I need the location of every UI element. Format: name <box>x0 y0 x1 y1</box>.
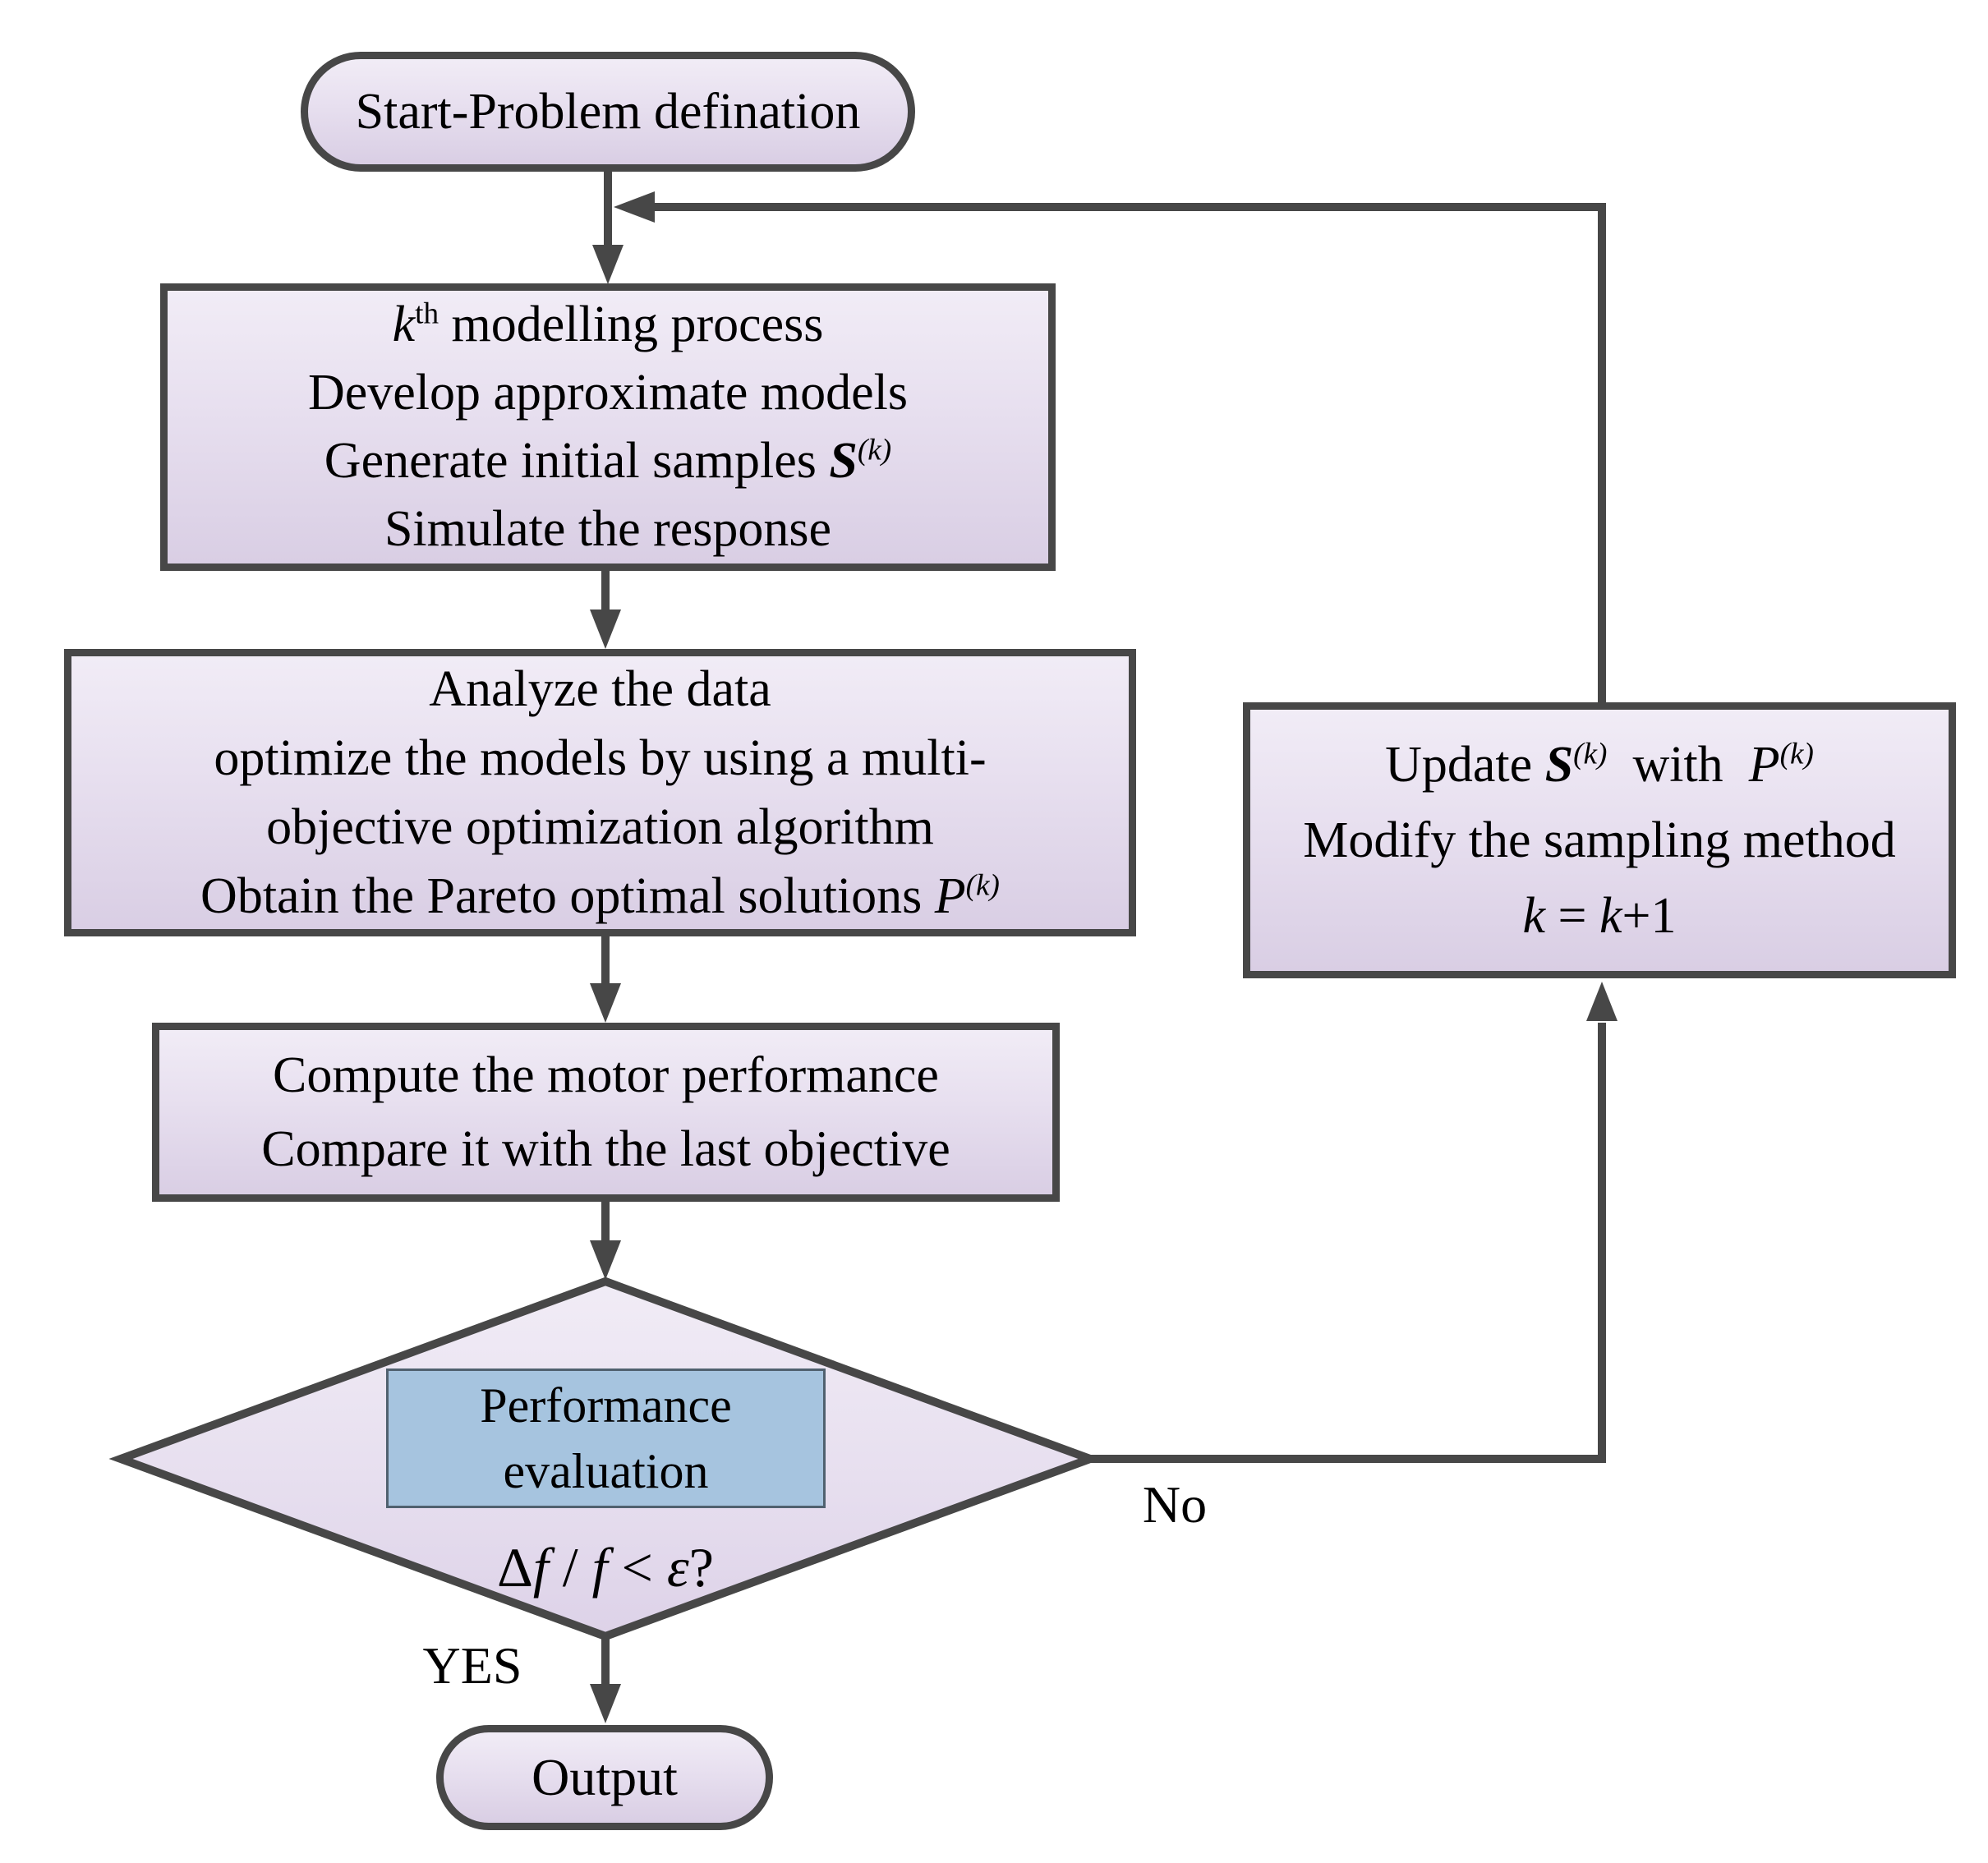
text-line: k = k+1 <box>1522 888 1677 944</box>
text-line: Simulate the response <box>384 501 832 557</box>
text-line: evaluation <box>503 1444 709 1498</box>
yes-label: YES <box>422 1636 522 1695</box>
text-line: Update S(k) with P(k) <box>1385 737 1814 793</box>
text-line: Obtain the Pareto optimal solutions P(k) <box>200 868 1000 924</box>
start-label: Start-Problem defination <box>355 84 861 140</box>
text-line: optimize the models by using a multi- <box>214 730 987 786</box>
text-line: Modify the sampling method <box>1303 812 1896 868</box>
no-label: No <box>1142 1475 1208 1534</box>
analyze-data-box: Analyze the data optimize the models by u… <box>64 649 1136 936</box>
text-line: kth modelling process <box>392 297 824 352</box>
edge-feedback-loop <box>614 191 1606 702</box>
decision-condition: Δf / f < ε? <box>497 1538 714 1597</box>
text-line: Δf / f < ε? <box>497 1536 714 1598</box>
text-line: Generate initial samples S(k) <box>324 433 892 489</box>
output-node: Output <box>436 1725 773 1830</box>
edge-analyze-to-compute <box>590 936 621 1023</box>
text-line: Develop approximate models <box>307 365 908 421</box>
edge-decision-no <box>1090 982 1618 1463</box>
text-line: Analyze the data <box>429 661 771 717</box>
edge-decision-yes <box>590 1636 621 1723</box>
edge-start-to-modeling <box>592 172 624 284</box>
start-node: Start-Problem defination <box>301 52 915 172</box>
output-label: Output <box>532 1748 678 1806</box>
edge-modeling-to-analyze <box>590 571 621 649</box>
edge-compute-to-decision <box>590 1202 621 1280</box>
text-line: Compute the motor performance <box>273 1047 939 1103</box>
text-line: objective optimization algorithm <box>266 799 934 855</box>
text-line: Performance <box>480 1378 732 1433</box>
text-line: Compare it with the last objective <box>261 1121 950 1177</box>
update-sampling-box: Update S(k) with P(k) Modify the sampling… <box>1243 702 1956 978</box>
performance-evaluation-box: Performance evaluation <box>386 1368 826 1508</box>
